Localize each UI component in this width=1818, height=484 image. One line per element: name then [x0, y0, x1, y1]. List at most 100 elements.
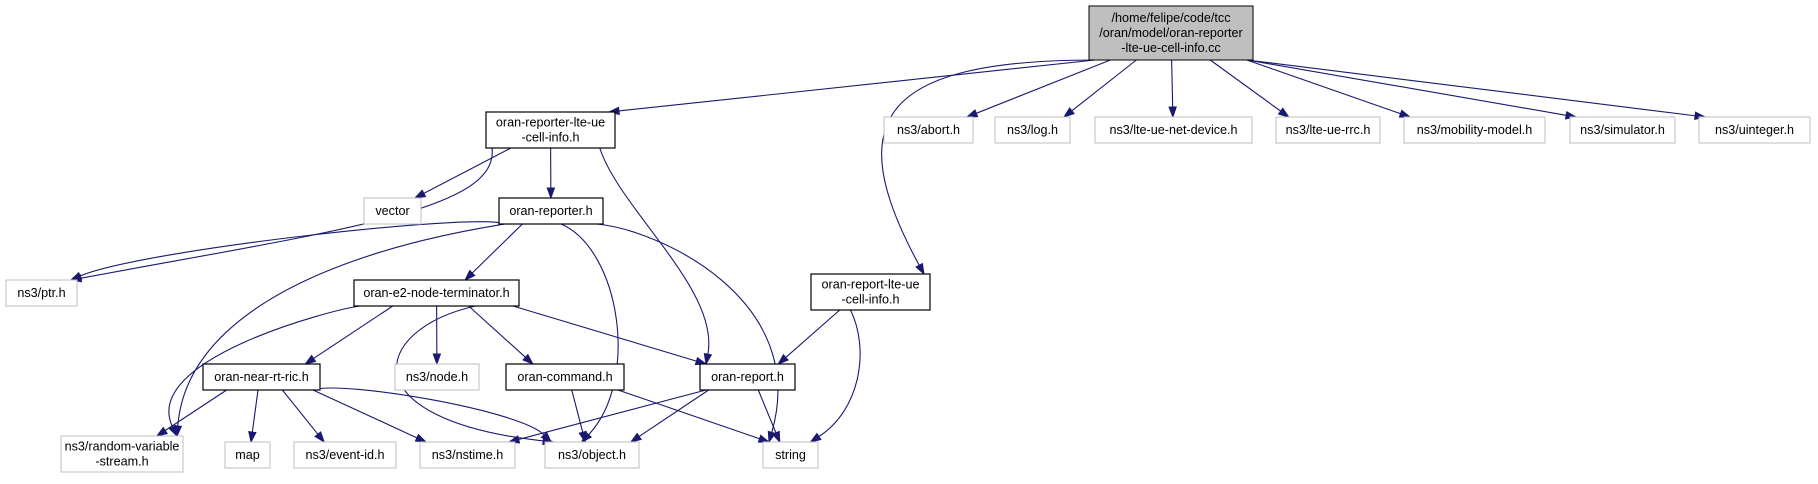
node-box	[883, 116, 974, 144]
edge-root-to-lte_rrc	[1209, 59, 1281, 112]
node-lte_net: ns3/lte-ue-net-device.h	[1094, 116, 1253, 144]
arrowhead-root-to-mobility	[1398, 109, 1412, 118]
edge-e2term-to-command	[468, 305, 526, 358]
edge-reporter_h-to-string	[596, 223, 779, 433]
node-box	[1698, 116, 1811, 144]
node-object: ns3/object.h	[544, 441, 640, 469]
edge-root-to-mobility	[1246, 59, 1401, 115]
node-label-line: ns3/simulator.h	[1580, 123, 1665, 137]
node-label-line: ns3/random-variable	[65, 440, 180, 454]
node-randvar: ns3/random-variable-stream.h	[60, 435, 184, 473]
edge-root-to-log	[1071, 59, 1137, 112]
node-box	[498, 197, 604, 225]
arrowhead-report_lte_h-to-report_h	[777, 353, 789, 365]
arrowhead-ric-to-eventid	[314, 431, 326, 444]
arrowhead-e2term-to-ric	[304, 354, 317, 365]
node-label-line: map	[235, 448, 260, 462]
node-map: map	[224, 441, 271, 469]
node-box	[293, 441, 397, 469]
node-label-line: /oran/model/oran-reporter	[1099, 26, 1243, 40]
node-box	[1088, 5, 1254, 61]
arrowhead-report_h-to-string	[771, 430, 781, 444]
node-uinteger: ns3/uinteger.h	[1698, 116, 1811, 144]
edge-reporter_lte_h-to-report_h	[599, 147, 710, 355]
node-mobility: ns3/mobility-model.h	[1403, 116, 1546, 144]
node-label-line: oran-near-rt-ric.h	[214, 370, 308, 384]
edge-reporter_h-to-randvar	[177, 223, 506, 427]
arrowhead-command-to-string	[757, 434, 771, 443]
node-label-line: ns3/lte-ue-net-device.h	[1109, 123, 1237, 137]
edge-e2term-to-randvar	[168, 305, 361, 428]
edge-root-to-lte_net	[1171, 59, 1174, 108]
node-eventid: ns3/event-id.h	[293, 441, 397, 469]
edge-e2term-to-report_h	[512, 305, 697, 362]
edge-command-to-object	[571, 389, 584, 433]
arrowhead-e2term-to-command	[522, 353, 534, 365]
edge-root-to-report_lte_h	[881, 59, 1096, 266]
node-string: string	[762, 441, 819, 469]
edge-report_lte_h-to-string	[818, 309, 861, 438]
node-log: ns3/log.h	[994, 116, 1071, 144]
node-label-line: ns3/log.h	[1007, 123, 1058, 137]
node-box	[5, 279, 78, 307]
node-label-line: oran-reporter-lte-ue	[496, 116, 605, 130]
node-box	[994, 116, 1071, 144]
edge-ric-to-nstime	[312, 389, 418, 439]
node-box	[544, 441, 640, 469]
node-abort: ns3/abort.h	[883, 116, 974, 144]
node-e2term[interactable]: oran-e2-node-terminator.h	[353, 279, 520, 307]
arrowhead-root-to-log	[1062, 107, 1075, 118]
node-label-line: -cell-info.h	[521, 131, 579, 145]
arrowhead-root-to-lte_net	[1168, 106, 1177, 119]
node-report_h[interactable]: oran-report.h	[699, 363, 796, 391]
node-label-line: ns3/nstime.h	[432, 448, 503, 462]
node-box	[485, 111, 616, 149]
node-box	[60, 435, 184, 473]
arrowhead-reporter_h-to-e2term	[464, 269, 476, 282]
node-label-line: ns3/event-id.h	[305, 448, 384, 462]
node-box	[810, 273, 931, 311]
arrowhead-root-to-abort	[965, 109, 979, 118]
edge-ric-to-map	[251, 389, 259, 433]
edge-reporter_h-to-ptr	[79, 221, 506, 277]
edge-ric-to-randvar	[164, 389, 227, 431]
node-box	[419, 441, 516, 469]
node-box	[1094, 116, 1253, 144]
arrowhead-ric-to-randvar	[155, 426, 169, 437]
node-label-line: ns3/mobility-model.h	[1417, 123, 1533, 137]
node-label-line: string	[775, 448, 806, 462]
edge-ric-to-object	[313, 387, 545, 436]
arrowhead-reporter_lte_h-to-reporter_h	[546, 187, 556, 200]
node-label-line: ns3/object.h	[558, 448, 626, 462]
edge-command-to-string	[617, 389, 760, 440]
node-reporter_lte_h[interactable]: oran-reporter-lte-ue-cell-info.h	[485, 111, 616, 149]
edge-report_h-to-nstime	[518, 389, 707, 440]
node-command[interactable]: oran-command.h	[505, 363, 625, 391]
edge-reporter_lte_h-to-ptr	[80, 147, 493, 279]
arrowhead-e2term-to-randvar	[168, 424, 178, 438]
node-ptr: ns3/ptr.h	[5, 279, 78, 307]
node-node: ns3/node.h	[394, 363, 480, 391]
node-label-line: ns3/node.h	[406, 370, 468, 384]
node-label-line: ns3/uinteger.h	[1715, 123, 1794, 137]
node-reporter_h[interactable]: oran-reporter.h	[498, 197, 604, 225]
node-ric[interactable]: oran-near-rt-ric.h	[202, 363, 321, 391]
node-report_lte_h[interactable]: oran-report-lte-ue-cell-info.h	[810, 273, 931, 311]
node-root[interactable]: /home/felipe/code/tcc/oran/model/oran-re…	[1088, 5, 1254, 61]
arrowhead-root-to-lte_rrc	[1277, 107, 1290, 118]
edge-root-to-abort	[976, 59, 1111, 114]
edge-reporter_h-to-object	[561, 223, 619, 436]
node-label-line: ns3/ptr.h	[17, 286, 65, 300]
node-box	[394, 363, 480, 391]
node-label-line: oran-report-lte-ue	[822, 278, 920, 292]
arrowhead-reporter_h-to-ptr	[69, 271, 83, 281]
node-label-line: ns3/abort.h	[897, 123, 960, 137]
node-box	[1275, 116, 1381, 144]
edge-report_h-to-string	[757, 389, 777, 433]
arrowhead-ric-to-nstime	[414, 433, 428, 443]
node-label-line: ns3/lte-ue-rrc.h	[1286, 123, 1371, 137]
node-label-line: -cell-info.h	[841, 293, 899, 307]
node-label-line: oran-command.h	[517, 370, 612, 384]
arrowhead-report_h-to-object	[629, 432, 642, 443]
